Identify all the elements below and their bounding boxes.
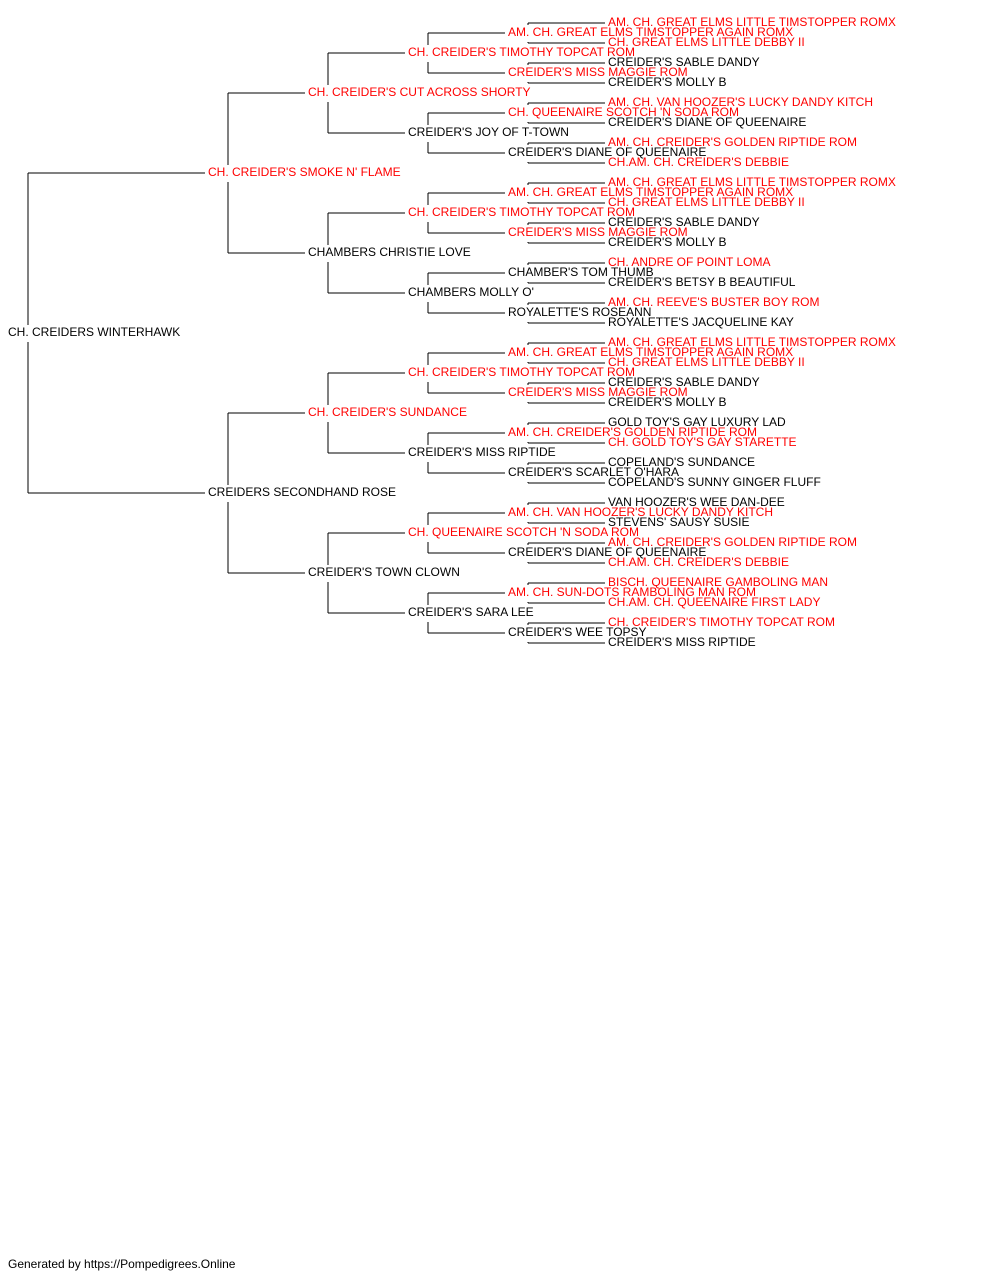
- dog-name-gen5[interactable]: CREIDER'S BETSY B BEAUTIFUL: [608, 275, 796, 289]
- dog-name-gen5[interactable]: CH.AM. CH. QUEENAIRE FIRST LADY: [608, 595, 820, 609]
- dog-name-gen4[interactable]: AM. CH. VAN HOOZER'S LUCKY DANDY KITCH: [508, 505, 773, 519]
- dog-name-gen5[interactable]: CH. GREAT ELMS LITTLE DEBBY II: [608, 195, 805, 209]
- dog-name-gen5[interactable]: CREIDER'S MOLLY B: [608, 75, 727, 89]
- dog-name-gen5[interactable]: AM. CH. GREAT ELMS LITTLE TIMSTOPPER ROM…: [608, 175, 896, 189]
- dog-name-gen4[interactable]: CREIDER'S MISS MAGGIE ROM: [508, 385, 688, 399]
- dog-name-gen5[interactable]: CREIDER'S MOLLY B: [608, 395, 727, 409]
- dog-name-gen5[interactable]: COPELAND'S SUNNY GINGER FLUFF: [608, 475, 821, 489]
- dog-name-gen5[interactable]: CREIDER'S DIANE OF QUEENAIRE: [608, 115, 806, 129]
- dog-name-gen3[interactable]: CHAMBERS MOLLY O': [408, 285, 534, 299]
- dog-name-gen4[interactable]: AM. CH. GREAT ELMS TIMSTOPPER AGAIN ROMX: [508, 185, 793, 199]
- dog-name-gen2[interactable]: CHAMBERS CHRISTIE LOVE: [308, 245, 471, 259]
- dog-name-gen5[interactable]: AM. CH. GREAT ELMS LITTLE TIMSTOPPER ROM…: [608, 335, 896, 349]
- dog-name-gen4[interactable]: CREIDER'S SCARLET O'HARA: [508, 465, 679, 479]
- dog-name-gen5[interactable]: VAN HOOZER'S WEE DAN-DEE: [608, 495, 785, 509]
- dog-name-gen5[interactable]: BISCH. QUEENAIRE GAMBOLING MAN: [608, 575, 828, 589]
- dog-name-gen4[interactable]: CREIDER'S DIANE OF QUEENAIRE: [508, 545, 706, 559]
- dog-name-gen4[interactable]: AM. CH. GREAT ELMS TIMSTOPPER AGAIN ROMX: [508, 345, 793, 359]
- dog-name-gen5[interactable]: AM. CH. REEVE'S BUSTER BOY ROM: [608, 295, 819, 309]
- dog-name-gen4[interactable]: AM. CH. CREIDER'S GOLDEN RIPTIDE ROM: [508, 425, 757, 439]
- dog-name-gen4[interactable]: CREIDER'S WEE TOPSY: [508, 625, 647, 639]
- dog-name-gen5[interactable]: CREIDER'S SABLE DANDY: [608, 375, 760, 389]
- dog-name-gen5[interactable]: CREIDER'S MOLLY B: [608, 235, 727, 249]
- dog-name-gen2[interactable]: CREIDER'S TOWN CLOWN: [308, 565, 460, 579]
- dog-name-gen3[interactable]: CH. CREIDER'S TIMOTHY TOPCAT ROM: [408, 365, 635, 379]
- dog-name-gen5[interactable]: CH. ANDRE OF POINT LOMA: [608, 255, 770, 269]
- dog-name-gen0[interactable]: CH. CREIDERS WINTERHAWK: [8, 325, 180, 339]
- dog-name-gen3[interactable]: CREIDER'S MISS RIPTIDE: [408, 445, 556, 459]
- dog-name-gen5[interactable]: AM. CH. VAN HOOZER'S LUCKY DANDY KITCH: [608, 95, 873, 109]
- dog-name-gen3[interactable]: CH. CREIDER'S TIMOTHY TOPCAT ROM: [408, 45, 635, 59]
- dog-name-gen4[interactable]: AM. CH. SUN-DOTS RAMBOLING MAN ROM: [508, 585, 756, 599]
- dog-name-gen5[interactable]: AM. CH. CREIDER'S GOLDEN RIPTIDE ROM: [608, 535, 857, 549]
- dog-name-gen4[interactable]: CREIDER'S MISS MAGGIE ROM: [508, 225, 688, 239]
- dog-name-gen5[interactable]: CH.AM. CH. CREIDER'S DEBBIE: [608, 555, 789, 569]
- dog-name-gen3[interactable]: CREIDER'S SARA LEE: [408, 605, 534, 619]
- dog-name-gen4[interactable]: CREIDER'S MISS MAGGIE ROM: [508, 65, 688, 79]
- dog-name-gen5[interactable]: GOLD TOY'S GAY LUXURY LAD: [608, 415, 786, 429]
- dog-name-gen1[interactable]: CH. CREIDER'S SMOKE N' FLAME: [208, 165, 401, 179]
- dog-name-gen2[interactable]: CH. CREIDER'S SUNDANCE: [308, 405, 467, 419]
- dog-name-gen5[interactable]: CH. CREIDER'S TIMOTHY TOPCAT ROM: [608, 615, 835, 629]
- dog-name-gen5[interactable]: CH. GOLD TOY'S GAY STARETTE: [608, 435, 797, 449]
- dog-name-gen1[interactable]: CREIDERS SECONDHAND ROSE: [208, 485, 396, 499]
- generated-by-footer: Generated by https://Pompedigrees.Online: [8, 1257, 236, 1271]
- dog-name-gen5[interactable]: AM. CH. GREAT ELMS LITTLE TIMSTOPPER ROM…: [608, 15, 896, 29]
- dog-name-gen5[interactable]: CH. GREAT ELMS LITTLE DEBBY II: [608, 35, 805, 49]
- dog-name-gen3[interactable]: CREIDER'S JOY OF T-TOWN: [408, 125, 569, 139]
- dog-name-gen5[interactable]: COPELAND'S SUNDANCE: [608, 455, 755, 469]
- dog-name-gen5[interactable]: CREIDER'S SABLE DANDY: [608, 55, 760, 69]
- dog-name-gen5[interactable]: CREIDER'S MISS RIPTIDE: [608, 635, 756, 649]
- dog-name-gen5[interactable]: CH.AM. CH. CREIDER'S DEBBIE: [608, 155, 789, 169]
- dog-name-gen3[interactable]: CH. QUEENAIRE SCOTCH 'N SODA ROM: [408, 525, 639, 539]
- dog-name-gen2[interactable]: CH. CREIDER'S CUT ACROSS SHORTY: [308, 85, 531, 99]
- dog-name-gen4[interactable]: AM. CH. GREAT ELMS TIMSTOPPER AGAIN ROMX: [508, 25, 793, 39]
- dog-name-gen5[interactable]: CREIDER'S SABLE DANDY: [608, 215, 760, 229]
- dog-name-gen5[interactable]: STEVENS' SAUSY SUSIE: [608, 515, 749, 529]
- dog-name-gen4[interactable]: CHAMBER'S TOM THUMB: [508, 265, 654, 279]
- dog-name-gen4[interactable]: CREIDER'S DIANE OF QUEENAIRE: [508, 145, 706, 159]
- dog-name-gen5[interactable]: AM. CH. CREIDER'S GOLDEN RIPTIDE ROM: [608, 135, 857, 149]
- dog-name-gen5[interactable]: CH. GREAT ELMS LITTLE DEBBY II: [608, 355, 805, 369]
- dog-name-gen4[interactable]: ROYALETTE'S ROSEANN: [508, 305, 651, 319]
- dog-name-gen4[interactable]: CH. QUEENAIRE SCOTCH 'N SODA ROM: [508, 105, 739, 119]
- dog-name-gen5[interactable]: ROYALETTE'S JACQUELINE KAY: [608, 315, 794, 329]
- dog-name-gen3[interactable]: CH. CREIDER'S TIMOTHY TOPCAT ROM: [408, 205, 635, 219]
